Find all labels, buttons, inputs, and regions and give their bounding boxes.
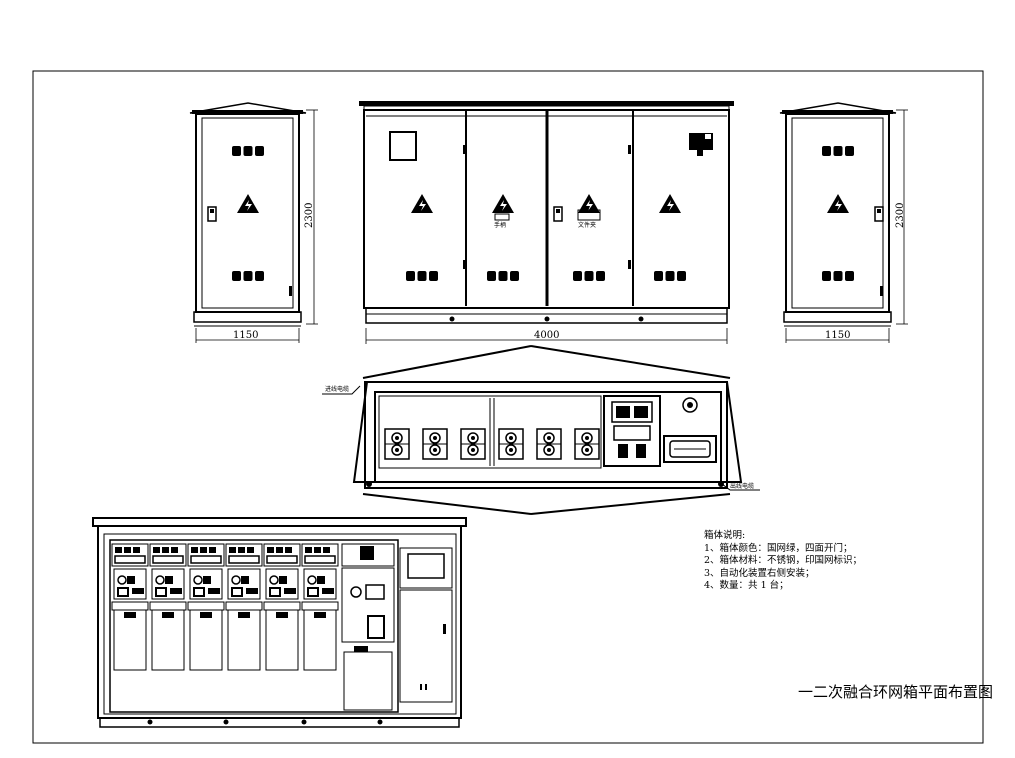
note-item: 2、箱体材料：不锈钢，印国网标识； [704,555,863,566]
handle-label: 手柄 [494,221,506,229]
note-item: 4、数量：共 1 台； [704,580,789,591]
plan-view: 进线电缆 出线电缆 [322,345,760,515]
page-border [32,70,984,744]
center-cabinet-elevation: 手柄 文件夹 4000 [359,101,734,344]
interior-front-view [92,517,467,728]
drawing-title: 一二次融合环网箱平面布置图 [798,683,994,701]
left-cabinet-elevation: 1150 2300 [189,102,318,343]
right-height-label: 2300 [895,203,906,228]
note-item: 3、自动化装置右侧安装； [704,567,815,579]
right-width-label: 1150 [825,330,850,341]
cabinet-notes: 箱体说明: 1、箱体颜色：国网绿，四面开门； 2、箱体材料：不锈钢，印国网标识；… [704,530,862,593]
note-item: 1、箱体颜色：国网绿，四面开门； [704,542,853,554]
left-width-label: 1150 [233,330,258,341]
cable-in-label: 进线电缆 [325,385,349,393]
left-height-label: 2300 [304,203,315,228]
center-width-label: 4000 [534,330,559,341]
right-cabinet-elevation: 1150 2300 [779,102,908,343]
folder-label: 文件夹 [578,221,596,229]
notes-heading: 箱体说明: [704,530,746,541]
cable-out-label: 出线电缆 [730,482,754,490]
